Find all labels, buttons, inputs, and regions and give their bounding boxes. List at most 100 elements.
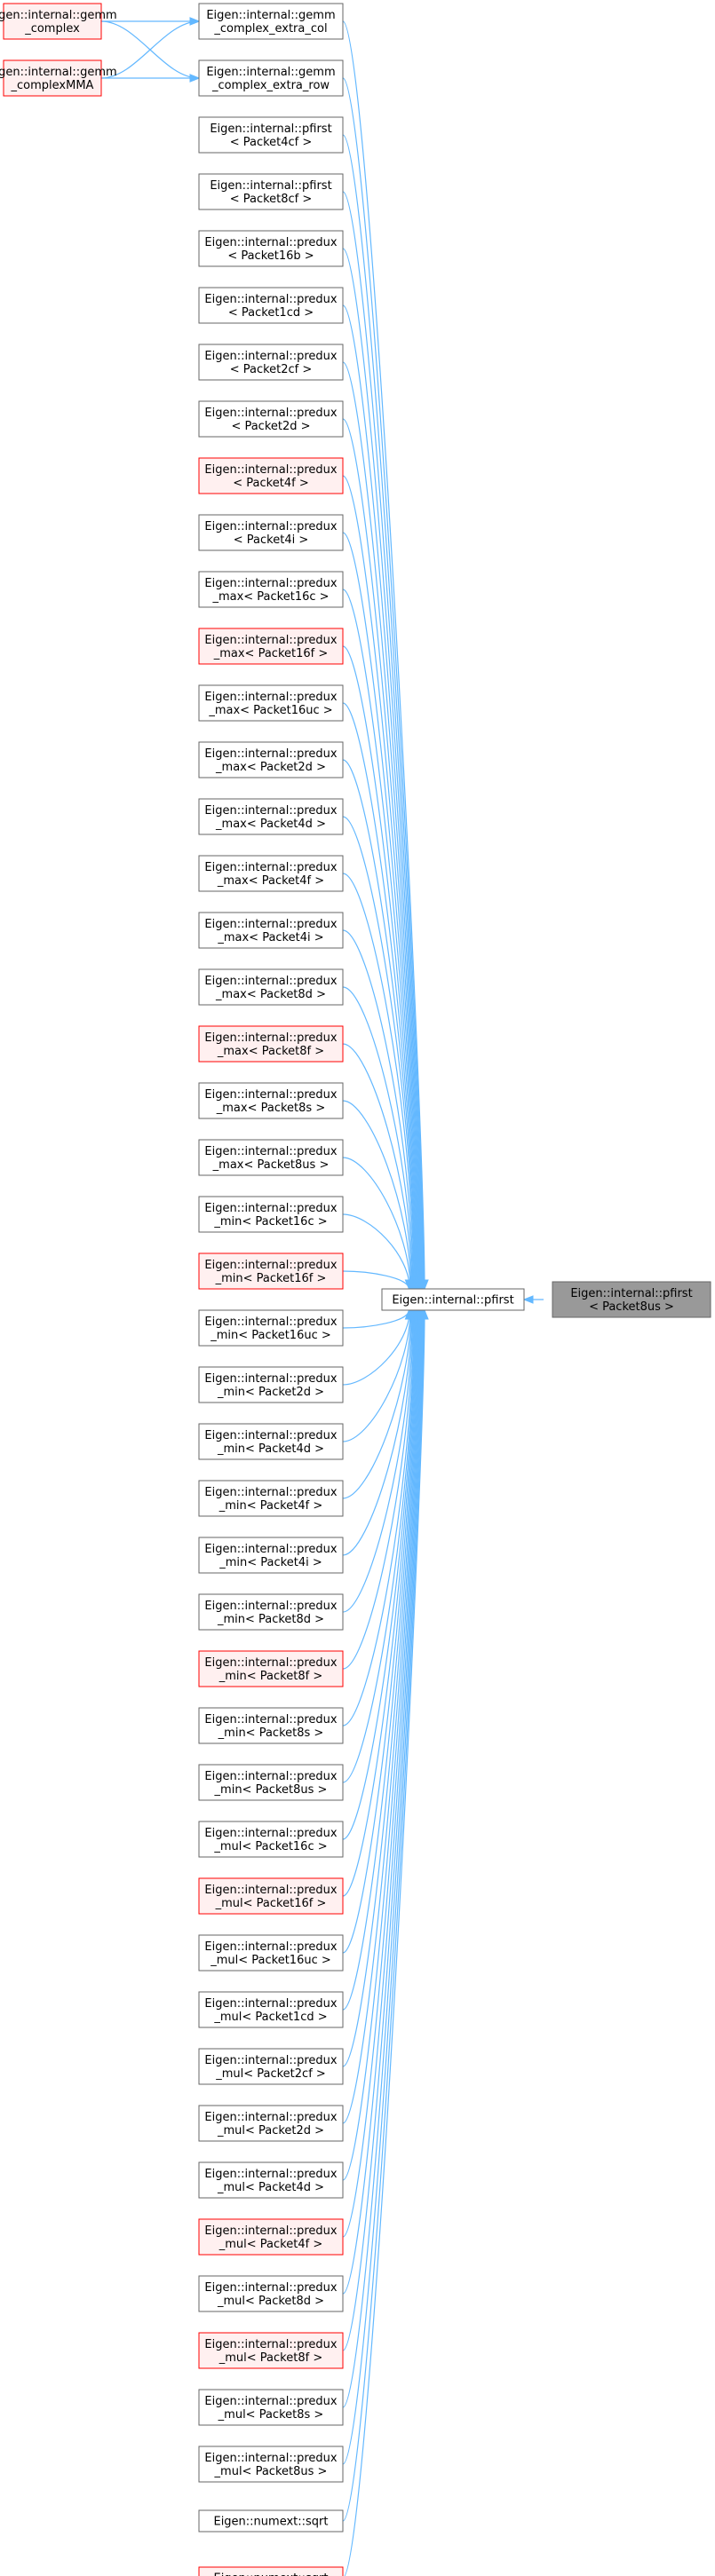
node-label-line: Eigen::internal::predux [204, 2281, 338, 2295]
node-box [198, 2275, 344, 2312]
node-eigen-numext-sqrt[interactable]: Eigen::numext::sqrt [198, 2509, 344, 2533]
node-label-line: _min< Packet8d > [217, 1613, 324, 1626]
edge-line [342, 1309, 410, 1386]
node-eigen-internal-predux-min-packet4d[interactable]: Eigen::internal::predux_min< Packet4d > [198, 1423, 344, 1460]
node-eigen-internal-predux-mul-packet4d[interactable]: Eigen::internal::predux_mul< Packet4d > [198, 2161, 344, 2199]
node-eigen-internal-predux-min-packet8s[interactable]: Eigen::internal::predux_min< Packet8s > [198, 1707, 344, 1744]
node-label-line: Eigen::internal::predux [204, 1372, 338, 1386]
node-eigen-internal-predux-max-packet16uc[interactable]: Eigen::internal::predux_max< Packet16uc … [198, 684, 344, 722]
edge-line [342, 589, 418, 1290]
node-eigen-internal-predux-packet16b[interactable]: Eigen::internal::predux< Packet16b > [198, 230, 344, 267]
node-eigen-internal-pfirst-packet8cf[interactable]: Eigen::internal::pfirst< Packet8cf > [198, 173, 344, 210]
node-eigen-internal-predux-mul-packet8s[interactable]: Eigen::internal::predux_mul< Packet8s > [198, 2389, 344, 2426]
node-eigen-internal-predux-max-packet8s[interactable]: Eigen::internal::predux_max< Packet8s > [198, 1082, 344, 1119]
node-label-line: _mul< Packet2cf > [215, 2067, 326, 2081]
node-label-line: _max< Packet8s > [216, 1102, 325, 1115]
node-eigen-internal-predux-min-packet2d[interactable]: Eigen::internal::predux_min< Packet2d > [198, 1366, 344, 1403]
edge-line [342, 1309, 417, 1897]
node-pfirst-packet8us[interactable]: Eigen::internal::pfirst< Packet8us > [552, 1281, 711, 1318]
node-label-line: Eigen::internal::predux [204, 691, 338, 704]
node-eigen-internal-predux-max-packet2d[interactable]: Eigen::internal::predux_max< Packet2d > [198, 741, 344, 778]
node-label-line: _max< Packet8d > [215, 988, 326, 1001]
node-label-line: _complexMMA [11, 79, 94, 92]
node-label-line: _max< Packet16c > [211, 590, 329, 604]
edge-line [342, 1309, 420, 2181]
node-eigen-internal-predux-min-packet16uc[interactable]: Eigen::internal::predux_min< Packet16uc … [198, 1309, 344, 1347]
node-eigen-internal-predux-min-packet8us[interactable]: Eigen::internal::predux_min< Packet8us > [198, 1764, 344, 1801]
node-eigen-internal-predux-min-packet8d[interactable]: Eigen::internal::predux_min< Packet8d > [198, 1593, 344, 1631]
node-eigen-internal-predux-packet2d[interactable]: Eigen::internal::predux< Packet2d > [198, 400, 344, 438]
node-eigen-internal-predux-mul-packet8f[interactable]: Eigen::internal::predux_mul< Packet8f > [198, 2332, 344, 2369]
node-label-line: Eigen::internal::predux [204, 407, 338, 420]
node-eigen-internal-predux-packet2cf[interactable]: Eigen::internal::predux< Packet2cf > [198, 344, 344, 381]
node-label-line: Eigen::internal::predux [204, 293, 338, 306]
node-label-line: Eigen::internal::predux [204, 918, 338, 931]
node-eigen-internal-predux-mul-packet8us[interactable]: Eigen::internal::predux_mul< Packet8us > [198, 2446, 344, 2483]
node-box [198, 1707, 344, 1744]
edge-arrowhead [522, 1295, 534, 1304]
node-eigen-internal-predux-max-packet4f[interactable]: Eigen::internal::predux_max< Packet4f > [198, 855, 344, 892]
edge-line [342, 1309, 413, 1556]
node-eigen-internal-predux-max-packet8us[interactable]: Eigen::internal::predux_max< Packet8us > [198, 1139, 344, 1176]
node-box [198, 230, 344, 267]
node-eigen-internal-gemm-complex-extra-row[interactable]: Eigen::internal::gemm_complex_extra_row [198, 59, 344, 97]
node-label-line: Eigen::internal::gemm [0, 66, 117, 79]
node-eigen-internal-predux-packet4i[interactable]: Eigen::internal::predux< Packet4i > [198, 514, 344, 551]
node-label-line: Eigen::internal::predux [204, 1940, 338, 1954]
graph-edges [100, 17, 544, 2576]
edge-line [342, 1270, 409, 1290]
edge-line [342, 1309, 416, 1783]
node-eigen-internal-predux-mul-packet16f[interactable]: Eigen::internal::predux_mul< Packet16f > [198, 1877, 344, 1915]
node-label-line: _min< Packet8us > [214, 1783, 328, 1797]
node-eigen-internal-predux-max-packet4d[interactable]: Eigen::internal::predux_max< Packet4d > [198, 798, 344, 835]
node-pfirst[interactable]: Eigen::internal::pfirst [381, 1288, 525, 1311]
node-box [381, 1288, 525, 1311]
node-label-line: < Packet16b > [227, 249, 314, 263]
node-eigen-internal-pfirst-packet4cf[interactable]: Eigen::internal::pfirst< Packet4cf > [198, 116, 344, 154]
node-eigen-internal-predux-mul-packet8d[interactable]: Eigen::internal::predux_mul< Packet8d > [198, 2275, 344, 2312]
node-box [198, 1025, 344, 1063]
node-eigen-internal-gemm-complex[interactable]: Eigen::internal::gemm_complex [0, 3, 117, 40]
node-eigen-internal-predux-mul-packet16uc[interactable]: Eigen::internal::predux_mul< Packet16uc … [198, 1934, 344, 1972]
node-eigen-internal-predux-min-packet4i[interactable]: Eigen::internal::predux_min< Packet4i > [198, 1537, 344, 1574]
node-eigen-internal-predux-min-packet16f[interactable]: Eigen::internal::predux_min< Packet16f > [198, 1252, 344, 1290]
node-eigen-internal-predux-mul-packet16c[interactable]: Eigen::internal::predux_mul< Packet16c > [198, 1821, 344, 1858]
node-eigen-internal-predux-max-packet4i[interactable]: Eigen::internal::predux_max< Packet4i > [198, 912, 344, 949]
node-label-line: _max< Packet16uc > [208, 704, 332, 717]
node-eigen-internal-predux-max-packet16f[interactable]: Eigen::internal::predux_max< Packet16f > [198, 628, 344, 665]
node-eigen-internal-predux-mul-packet2cf[interactable]: Eigen::internal::predux_mul< Packet2cf > [198, 2048, 344, 2085]
node-label-line: Eigen::internal::predux [204, 1884, 338, 1897]
edge-line [342, 20, 425, 1290]
node-eigen-internal-predux-mul-packet1cd[interactable]: Eigen::internal::predux_mul< Packet1cd > [198, 1991, 344, 2028]
node-label-line: < Packet2cf > [230, 363, 313, 376]
node-box [198, 514, 344, 551]
edge-line [342, 418, 420, 1290]
edge-line [342, 532, 419, 1290]
node-label-line: < Packet1cd > [228, 306, 314, 320]
node-eigen-numext-sqrt-2[interactable]: Eigen::numext::sqrt [198, 2566, 344, 2576]
edge-line [342, 1309, 414, 1670]
node-label-line: Eigen::internal::predux [204, 1259, 338, 1272]
node-eigen-internal-predux-min-packet8f[interactable]: Eigen::internal::predux_min< Packet8f > [198, 1650, 344, 1687]
edge-line [342, 1309, 424, 2465]
node-eigen-internal-predux-mul-packet2d[interactable]: Eigen::internal::predux_mul< Packet2d > [198, 2105, 344, 2142]
node-eigen-internal-predux-max-packet16c[interactable]: Eigen::internal::predux_max< Packet16c > [198, 571, 344, 608]
edge-line [342, 1157, 411, 1290]
edge-arrowhead [189, 17, 201, 26]
node-label-line: _mul< Packet4d > [217, 2181, 324, 2194]
node-eigen-internal-predux-packet1cd[interactable]: Eigen::internal::predux< Packet1cd > [198, 287, 344, 324]
node-eigen-internal-predux-max-packet8d[interactable]: Eigen::internal::predux_max< Packet8d > [198, 968, 344, 1006]
node-eigen-internal-predux-min-packet16c[interactable]: Eigen::internal::predux_min< Packet16c > [198, 1196, 344, 1233]
node-label-line: < Packet2d > [231, 420, 310, 433]
node-eigen-internal-predux-min-packet4f[interactable]: Eigen::internal::predux_min< Packet4f > [198, 1480, 344, 1517]
node-label-line: Eigen::internal::predux [204, 577, 338, 590]
node-eigen-internal-gemm-complexmma[interactable]: Eigen::internal::gemm_complexMMA [0, 59, 117, 97]
node-eigen-internal-predux-mul-packet4f[interactable]: Eigen::internal::predux_mul< Packet4f > [198, 2218, 344, 2256]
node-eigen-internal-gemm-complex-extra-col[interactable]: Eigen::internal::gemm_complex_extra_col [198, 3, 344, 40]
node-eigen-internal-predux-max-packet8f[interactable]: Eigen::internal::predux_max< Packet8f > [198, 1025, 344, 1063]
node-box [198, 1821, 344, 1858]
edge-line [342, 191, 424, 1290]
node-label-line: < Packet4i > [234, 533, 308, 547]
node-eigen-internal-predux-packet4f[interactable]: Eigen::internal::predux< Packet4f > [198, 457, 344, 494]
